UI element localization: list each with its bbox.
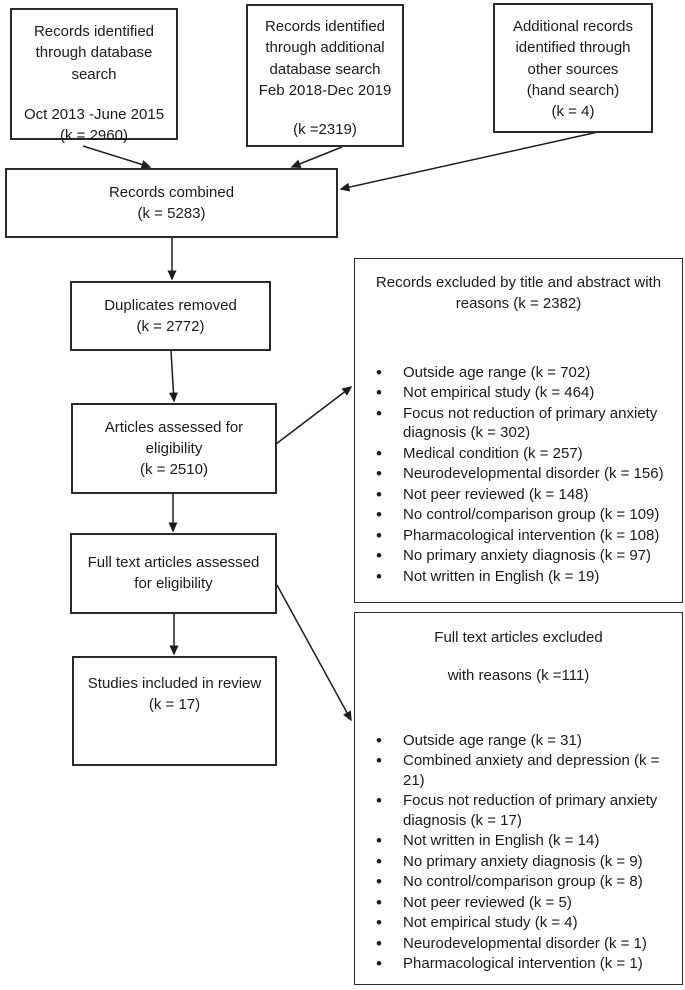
excluded-reason-item: No control/comparison group (k = 8) [361, 871, 676, 893]
excluded-reasons-list-title-abstract: Outside age range (k = 702)Not empirical… [361, 362, 676, 588]
arrow-fulltext-to-excluded2 [276, 584, 352, 722]
excluded-reason-item: Neurodevelopmental disorder (k = 156) [361, 463, 676, 485]
box-title: Studies included in review (k = 17) [87, 675, 262, 714]
box-title: Records excluded by title and abstract w… [375, 274, 662, 313]
excluded-reason-item: Not peer reviewed (k = 148) [361, 484, 676, 506]
box-subtitle: with reasons (k =111) [447, 667, 590, 685]
excluded-reason-item: Outside age range (k = 702) [361, 362, 676, 384]
box-articles-assessed-eligibility: Articles assessed for eligibility (k = 2… [71, 403, 277, 494]
box-records-additional-database-search: Records identified through additional da… [246, 4, 404, 147]
box-title: Records combined (k = 5283) [108, 183, 235, 222]
box-title: Full text articles assessed for eligibil… [87, 554, 260, 593]
arrow-duplicates-to-assessed [168, 350, 178, 403]
excluded-reason-item: Medical condition (k = 257) [361, 443, 676, 465]
excluded-reason-item: Focus not reduction of primary anxiety d… [361, 403, 676, 443]
arrow-assessed-to-excluded1 [275, 386, 353, 445]
box-title: Articles assessed for eligibility (k = 2… [104, 418, 244, 479]
excluded-reason-item: Not empirical study (k = 4) [361, 912, 676, 934]
box-additional-records-other-sources: Additional records identified through ot… [493, 3, 653, 133]
box-records-database-search: Records identified through database sear… [10, 8, 178, 144]
box-detail: (k =2319) [293, 121, 357, 139]
box-detail: Oct 2013 -June 2015 (k = 2960) [23, 105, 165, 145]
excluded-reason-item: No control/comparison group (k = 109) [361, 504, 676, 526]
arrow-db2-to-combined [290, 146, 343, 169]
excluded-reason-item: Pharmacological intervention (k = 108) [361, 525, 676, 547]
box-studies-included-review: Studies included in review (k = 17) [72, 656, 277, 766]
box-title: Duplicates removed (k = 2772) [104, 296, 237, 335]
excluded-reason-item: Focus not reduction of primary anxiety d… [361, 790, 676, 830]
box-title: Records identified through additional da… [258, 18, 392, 99]
box-duplicates-removed: Duplicates removed (k = 2772) [70, 281, 271, 351]
box-title: Records identified through database sear… [33, 23, 155, 83]
excluded-reason-item: Combined anxiety and depression (k = 21) [361, 750, 676, 790]
arrow-db1-to-combined [82, 145, 152, 169]
excluded-reason-item: Neurodevelopmental disorder (k = 1) [361, 933, 676, 955]
box-fulltext-articles-excluded: Full text articles excluded with reasons… [354, 612, 683, 985]
box-fulltext-assessed-eligibility: Full text articles assessed for eligibil… [70, 533, 277, 614]
excluded-reason-item: Not written in English (k = 14) [361, 830, 676, 852]
excluded-reason-item: No primary anxiety diagnosis (k = 97) [361, 545, 676, 567]
excluded-reason-item: Not written in English (k = 19) [361, 566, 676, 588]
excluded-reason-item: Not peer reviewed (k = 5) [361, 892, 676, 914]
box-records-excluded-title-abstract: Records excluded by title and abstract w… [354, 258, 683, 603]
excluded-reasons-list-fulltext: Outside age range (k = 31)Combined anxie… [361, 730, 676, 975]
box-title: Full text articles excluded [434, 629, 603, 646]
box-title: Additional records identified through ot… [512, 18, 634, 121]
box-records-combined: Records combined (k = 5283) [5, 168, 338, 238]
excluded-reason-item: Outside age range (k = 31) [361, 730, 676, 752]
excluded-reason-item: No primary anxiety diagnosis (k = 9) [361, 851, 676, 873]
excluded-reason-item: Pharmacological intervention (k = 1) [361, 953, 676, 975]
excluded-reason-item: Not empirical study (k = 464) [361, 382, 676, 404]
